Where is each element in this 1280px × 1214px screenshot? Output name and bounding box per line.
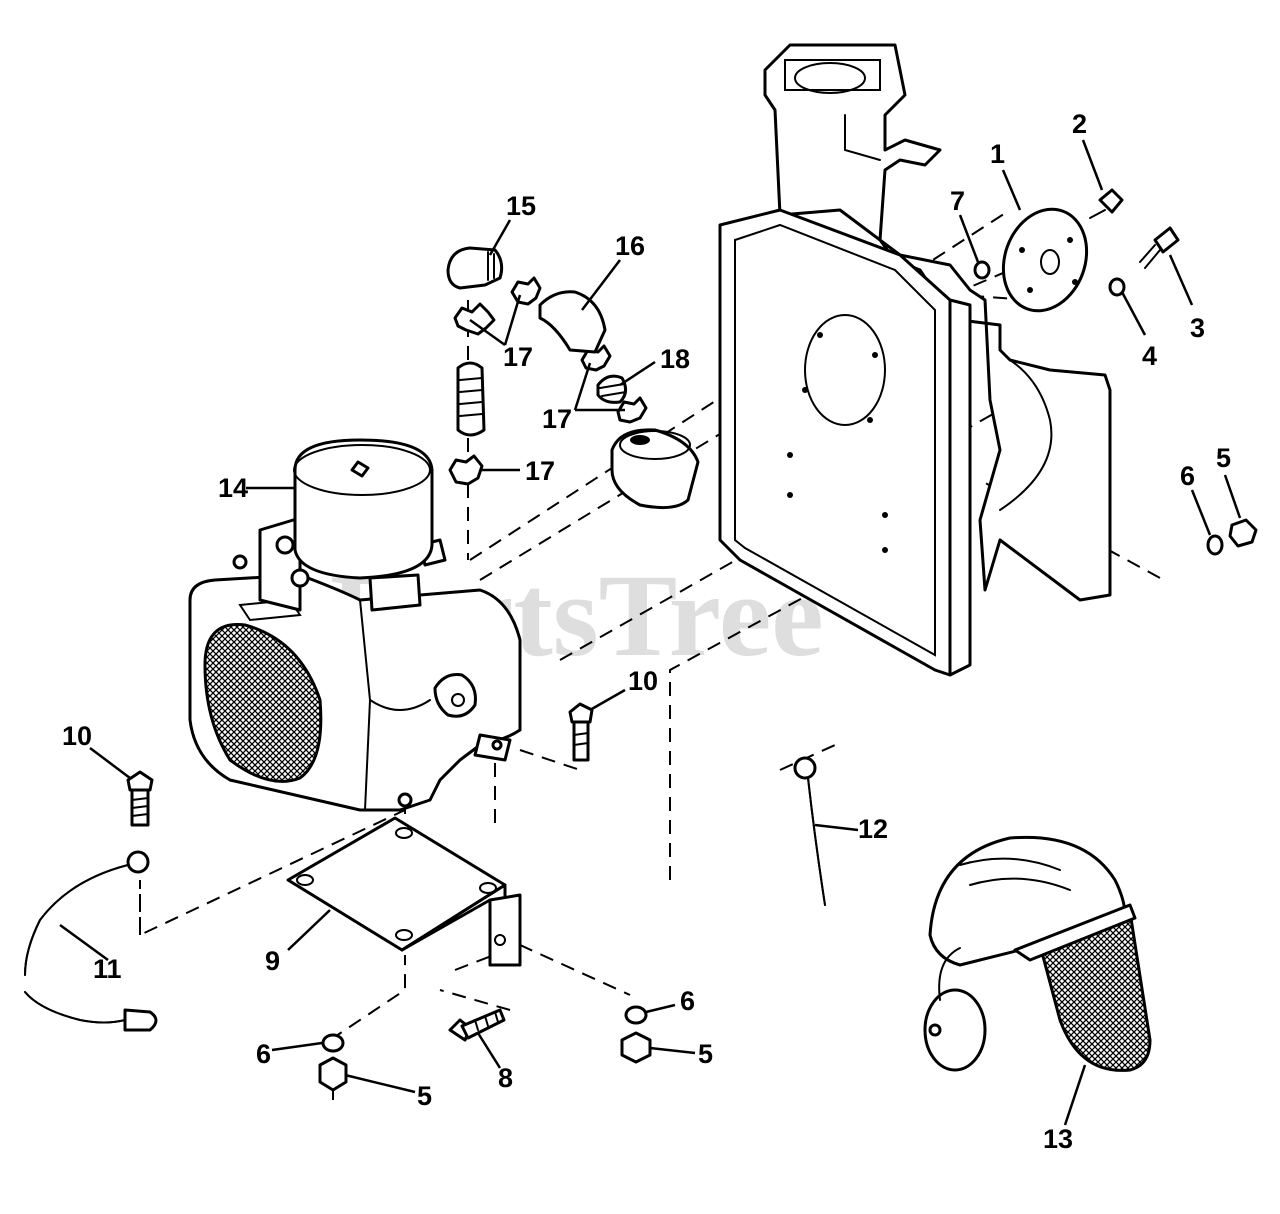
callout-5-bottom-left: 5 [417,1081,432,1111]
star-washer-5 [448,454,484,486]
star-washer-1 [453,302,496,336]
callout-6-bottom-left: 6 [256,1039,271,1069]
callout-12: 12 [858,814,888,844]
callout-17-a: 17 [503,342,533,372]
callout-16: 16 [615,231,645,261]
mounting-plate [286,816,522,967]
short-cable [793,756,826,906]
elbow-fitting [446,246,504,290]
callout-18: 18 [660,344,690,374]
callout-15: 15 [506,191,536,221]
impeller-disc [1001,207,1089,313]
callout-17-b: 17 [542,404,572,434]
bolt-left [126,770,154,827]
callout-13: 13 [1043,1124,1073,1154]
star-washer-4 [616,396,648,424]
callout-5-bottom-right: 5 [698,1039,713,1069]
callout-14: 14 [218,473,248,503]
lock-washer-bottom-left [321,1033,345,1053]
lock-washer-bottom-right [624,1005,648,1025]
callout-11: 11 [93,954,122,984]
callout-1: 1 [990,139,1005,169]
star-washer-2 [510,276,542,306]
callout-5-right: 5 [1216,443,1231,473]
bolt [1139,226,1180,269]
elbow-hose [538,290,607,354]
hex-nut-right [1228,518,1258,548]
ground-cable [24,850,158,1032]
callout-9: 9 [265,946,280,976]
screw [1089,188,1124,219]
bolt-short [448,1008,506,1042]
callout-labels: 1 2 3 4 5 6 7 8 9 10 10 11 12 13 14 15 1… [62,109,1231,1154]
engine [188,438,522,812]
callout-10-left: 10 [62,721,92,751]
callout-8: 8 [498,1063,513,1093]
lock-washer [1108,277,1126,297]
pipe-nipple [456,361,486,437]
hex-nut-bottom-left [318,1056,348,1092]
callout-7: 7 [950,186,965,216]
hex-nut-bottom-right [620,1031,652,1064]
callout-6-bottom-right: 6 [680,986,695,1016]
coupling [596,374,627,404]
bolt-center [568,702,594,762]
callout-2: 2 [1072,109,1087,139]
blower-housing [718,43,1112,677]
safety-helmet [923,835,1152,1072]
filter-canister [610,428,700,510]
lock-washer-right [1206,534,1224,556]
spacer-washer [973,260,991,280]
callout-17-c: 17 [525,456,555,486]
leader-lines [59,139,1242,1126]
callout-4: 4 [1142,341,1157,371]
callout-6-right: 6 [1180,461,1195,491]
callout-3: 3 [1190,313,1205,343]
callout-10-center: 10 [628,666,658,696]
